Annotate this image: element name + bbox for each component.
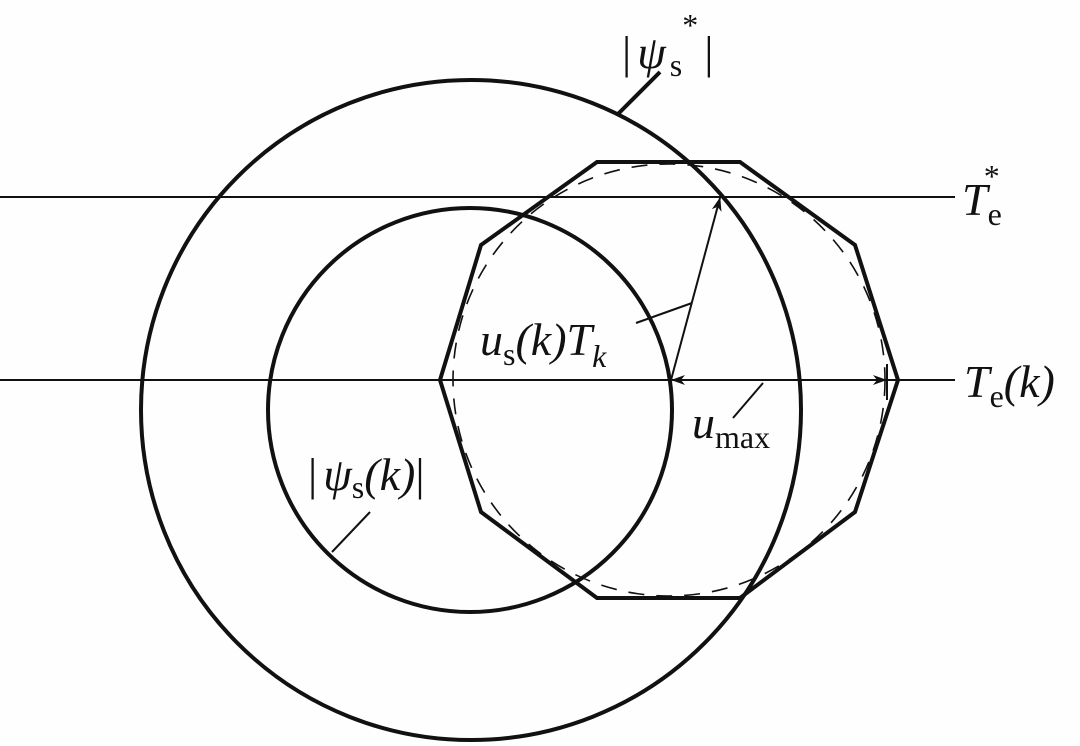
voltage-vector-arrow bbox=[670, 197, 722, 381]
reference-flux-circle bbox=[139, 78, 803, 742]
te-k-label: Te(k) bbox=[964, 356, 1055, 414]
umax-leader bbox=[732, 382, 764, 419]
current-flux-circle bbox=[266, 206, 674, 614]
us-tk-label: us(k)Tk bbox=[480, 314, 607, 374]
psi-k-label: |ψs(k)| bbox=[308, 449, 425, 505]
psi-ref-leader bbox=[616, 70, 662, 116]
voltage-decagon bbox=[437, 160, 901, 600]
te-ref-label: Te* bbox=[962, 158, 1002, 232]
psi-k-leader bbox=[331, 511, 371, 553]
umax-label: umax bbox=[692, 397, 770, 455]
us-tk-leader bbox=[635, 302, 693, 324]
